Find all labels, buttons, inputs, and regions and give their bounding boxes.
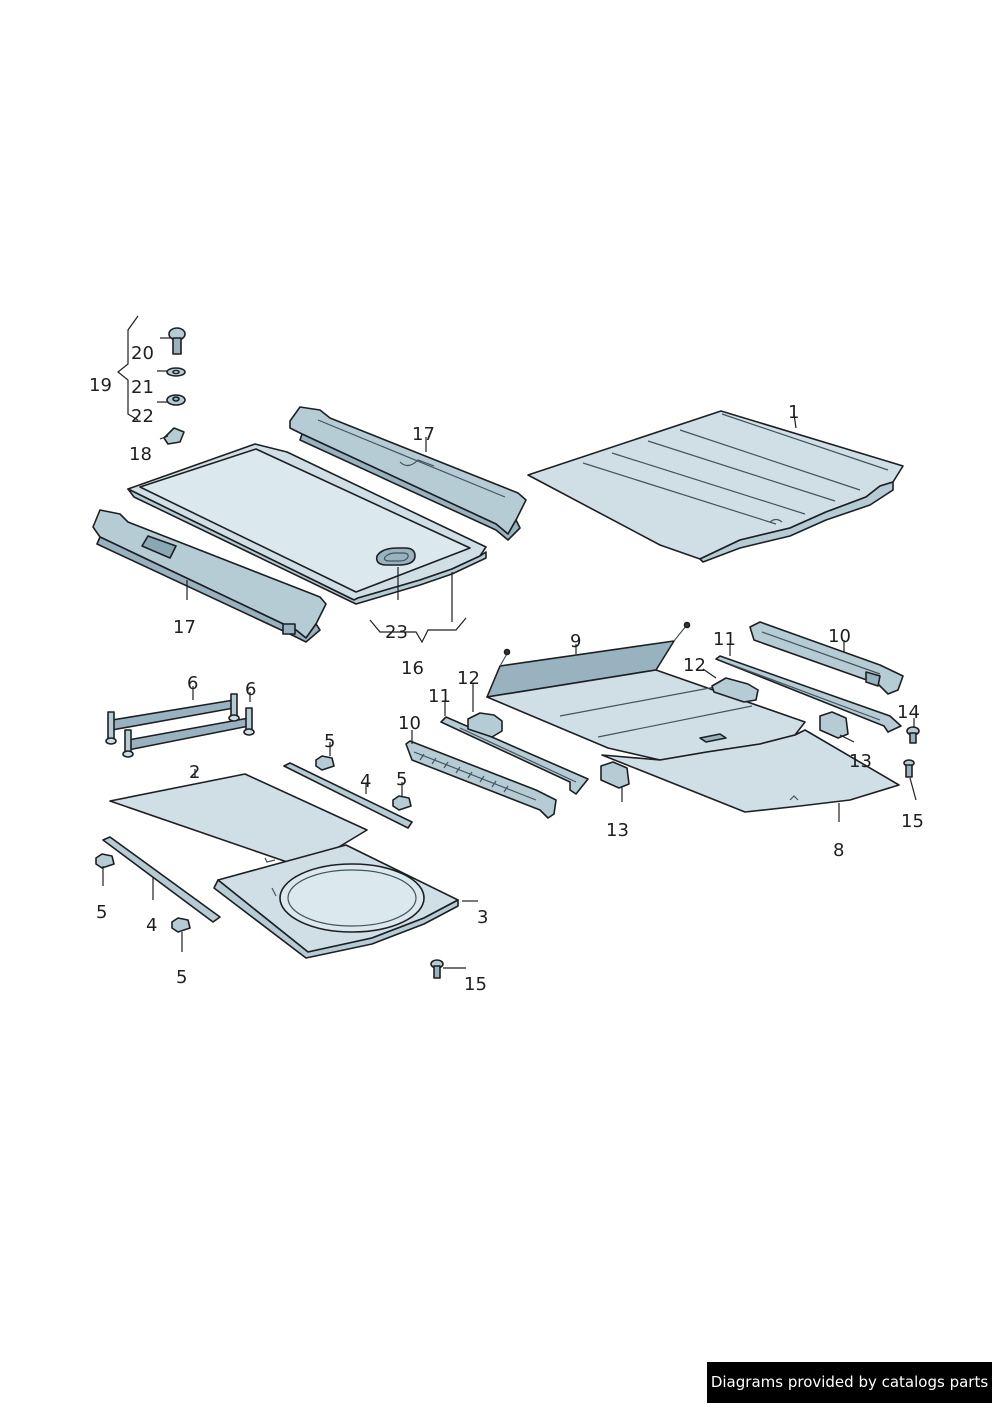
callout-3: 3 — [477, 907, 488, 928]
callout-11-left: 11 — [428, 686, 451, 707]
callout-5-a: 5 — [324, 731, 335, 752]
part-6-net-partition — [105, 693, 255, 758]
part-10-guide-rail-right — [749, 621, 904, 695]
part-1-floor-panel — [527, 410, 904, 563]
part-15-screw-right — [903, 759, 915, 778]
part-13-bracket-right — [819, 711, 849, 739]
part-4-trim-strip-lower — [102, 836, 221, 923]
callout-18: 18 — [129, 444, 152, 465]
callout-5-d: 5 — [176, 967, 187, 988]
callout-15-right: 15 — [901, 811, 924, 832]
part-15-screw-lower — [430, 959, 444, 979]
callout-9: 9 — [570, 631, 581, 652]
callout-5-b: 5 — [396, 769, 407, 790]
callout-6-right: 6 — [245, 679, 256, 700]
part-11-cover-strip-right — [715, 655, 902, 733]
callout-6-left: 6 — [187, 673, 198, 694]
bracket-19 — [117, 315, 139, 421]
callout-21: 21 — [131, 377, 154, 398]
part-17-lower-cover-rail — [92, 509, 327, 643]
part-20-screw — [168, 327, 186, 355]
part-16-luggage-cover — [127, 443, 487, 605]
part-8-floor-covering — [601, 729, 900, 813]
callout-17-lower: 17 — [173, 617, 196, 638]
part-5-clip-b — [392, 795, 412, 811]
callout-12-right: 12 — [683, 655, 706, 676]
part-13-bracket-left — [600, 761, 630, 789]
callout-17-upper: 17 — [412, 424, 435, 445]
part-11-cover-strip-left — [440, 716, 589, 795]
part-22-washer — [166, 394, 186, 406]
callout-23: 23 — [385, 622, 408, 643]
part-3-wheel-well-tray — [213, 844, 459, 959]
callout-14: 14 — [897, 702, 920, 723]
callout-13-left: 13 — [606, 820, 629, 841]
callout-1: 1 — [788, 402, 799, 423]
callout-12-left: 12 — [457, 668, 480, 689]
callout-4-lower: 4 — [146, 915, 157, 936]
part-17-upper-cover-rail — [289, 406, 527, 541]
callout-2: 2 — [189, 762, 200, 783]
callout-10-left: 10 — [398, 713, 421, 734]
callout-5-c: 5 — [96, 902, 107, 923]
part-10-guide-rail-left — [405, 740, 557, 819]
callout-15-lower: 15 — [464, 974, 487, 995]
part-5-clip-a — [315, 755, 335, 771]
callout-22: 22 — [131, 406, 154, 427]
callout-11-right: 11 — [713, 629, 736, 650]
part-12-bracket-right — [711, 677, 759, 703]
part-18-clip — [163, 427, 185, 445]
callout-13-right: 13 — [849, 751, 872, 772]
leader-lines — [102, 337, 917, 969]
callout-20: 20 — [131, 343, 154, 364]
callout-8: 8 — [833, 840, 844, 861]
callout-4-upper: 4 — [360, 771, 371, 792]
part-5-clip-c — [95, 853, 115, 869]
callout-19: 19 — [89, 375, 112, 396]
callout-labels: 1 17 17 23 16 20 19 21 22 18 6 6 2 3 4 4… — [89, 343, 924, 995]
credit-banner: Diagrams provided by catalogs parts — [707, 1362, 992, 1403]
part-5-clip-d — [171, 917, 191, 933]
part-4-trim-strip-upper — [283, 762, 413, 829]
part-12-bracket-left — [467, 712, 503, 738]
callout-16: 16 — [401, 658, 424, 679]
callout-10-right: 10 — [828, 626, 851, 647]
part-21-washer — [166, 367, 186, 377]
part-14-screw — [906, 726, 920, 744]
